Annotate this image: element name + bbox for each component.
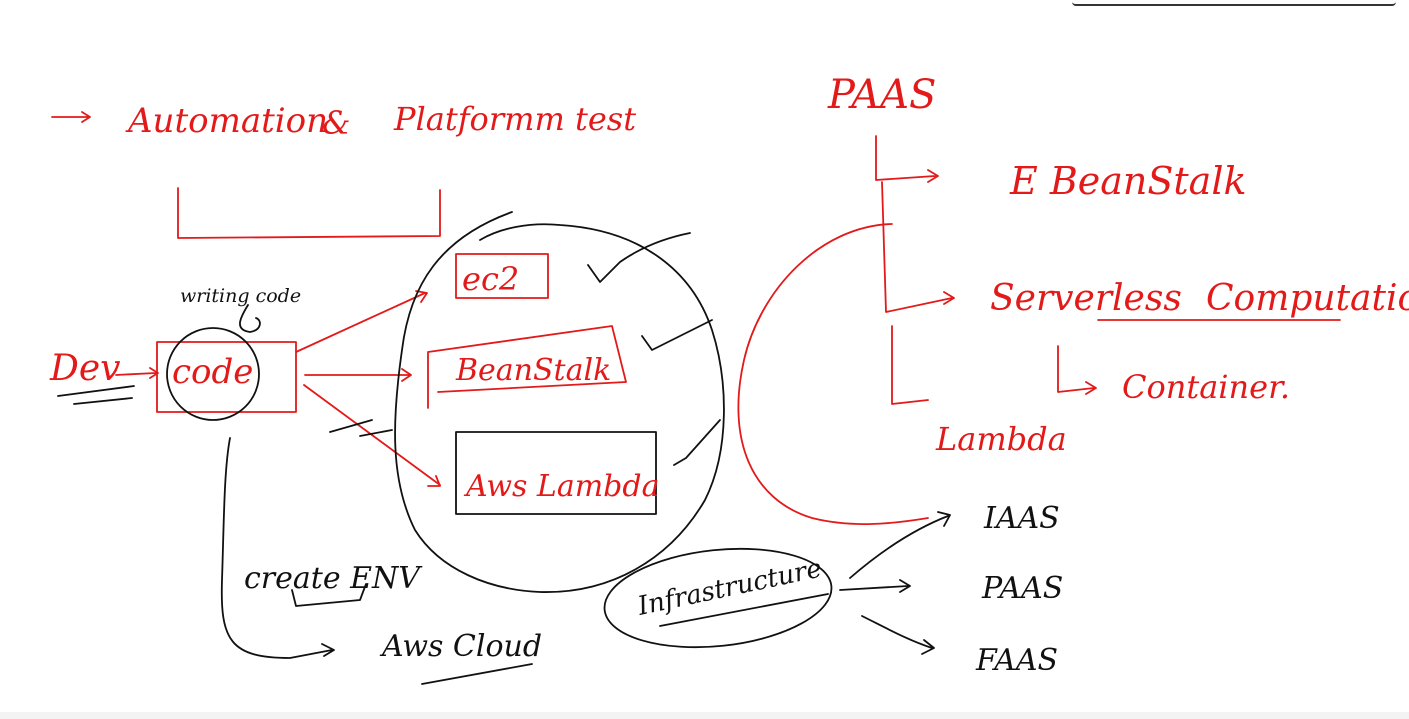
paas-label: PAAS — [981, 571, 1063, 606]
beanstalk-node: BeanStalk — [427, 319, 713, 409]
bullet-arrow — [51, 111, 91, 123]
aws-cloud-circle — [394, 211, 725, 593]
branch-serverless — [881, 181, 955, 313]
top-toolbar-edge — [1072, 0, 1396, 6]
code-to-aws-cloud-arrow — [220, 437, 335, 659]
ec2-check — [587, 232, 691, 283]
infrastructure-ellipse — [603, 547, 833, 649]
create-env-bracket — [291, 583, 367, 607]
serverless-label: Serverless — [990, 278, 1182, 319]
ec2-node: ec2 — [455, 232, 691, 299]
paas-title: PAAS — [827, 72, 936, 118]
arrow-to-ec2 — [295, 290, 428, 353]
scribble-marks — [329, 419, 393, 437]
paas-bracket-curve — [737, 223, 929, 525]
writing-code-label: writing code — [180, 285, 301, 307]
branch-container — [1057, 345, 1097, 395]
automation-label: Automation — [125, 101, 328, 141]
beanstalk-check — [641, 319, 713, 351]
bottom-scroll-strip — [0, 712, 1409, 719]
beanstalk-box — [427, 325, 627, 409]
env-cloud-group: create ENV Aws Cloud — [220, 437, 542, 685]
infrastructure-group: Infrastructure IAAS PAAS FAAS — [603, 501, 1063, 678]
bracket-under-automation — [177, 187, 441, 239]
aws-lambda-check — [673, 419, 721, 466]
code-label: code — [172, 352, 253, 392]
faas-label: FAAS — [975, 643, 1058, 678]
writing-code-pointer — [239, 304, 261, 333]
dev-to-code-arrow — [115, 367, 159, 379]
lambda-label: Lambda — [935, 420, 1067, 458]
infrastructure-underline — [659, 593, 829, 627]
branch-ebeanstalk — [875, 135, 939, 183]
arrow-to-iaas — [849, 511, 951, 579]
ec2-label: ec2 — [462, 260, 519, 298]
code-arrows — [295, 290, 441, 487]
arrow-to-beanstalk — [304, 368, 412, 382]
paas-tree: PAAS E BeanStalk Serverless Computation … — [737, 72, 1409, 525]
aws-cloud-label: Aws Cloud — [379, 629, 542, 664]
infrastructure-label: Infrastructure — [634, 554, 824, 622]
iaas-label: IAAS — [983, 501, 1060, 536]
dev-underline — [57, 385, 135, 405]
ec2-box — [455, 253, 549, 299]
beanstalk-label: BeanStalk — [455, 353, 611, 388]
code-circle — [166, 327, 260, 421]
container-label: Container. — [1122, 368, 1290, 406]
computation-label: Computation — [1206, 278, 1409, 319]
aws-lambda-box — [455, 431, 657, 515]
ebeanstalk-label: E BeanStalk — [1009, 159, 1247, 203]
arrow-to-lambda — [303, 384, 441, 487]
aws-lambda-node: Aws Lambda — [455, 419, 721, 515]
platform-test-label: Platformm test — [393, 100, 636, 138]
create-env-label: create ENV — [244, 561, 423, 596]
ampersand-label: & — [322, 104, 350, 142]
aws-lambda-label: Aws Lambda — [463, 469, 659, 504]
arrow-to-paas — [839, 579, 911, 593]
code-box — [156, 341, 297, 413]
dev-code-group: writing code Dev code — [49, 285, 301, 421]
arrow-to-faas — [861, 615, 935, 655]
branch-lambda — [891, 325, 929, 405]
aws-cloud-underline — [421, 663, 533, 685]
dev-label: Dev — [49, 348, 121, 389]
automation-group: Automation & Platformm test — [51, 100, 636, 239]
